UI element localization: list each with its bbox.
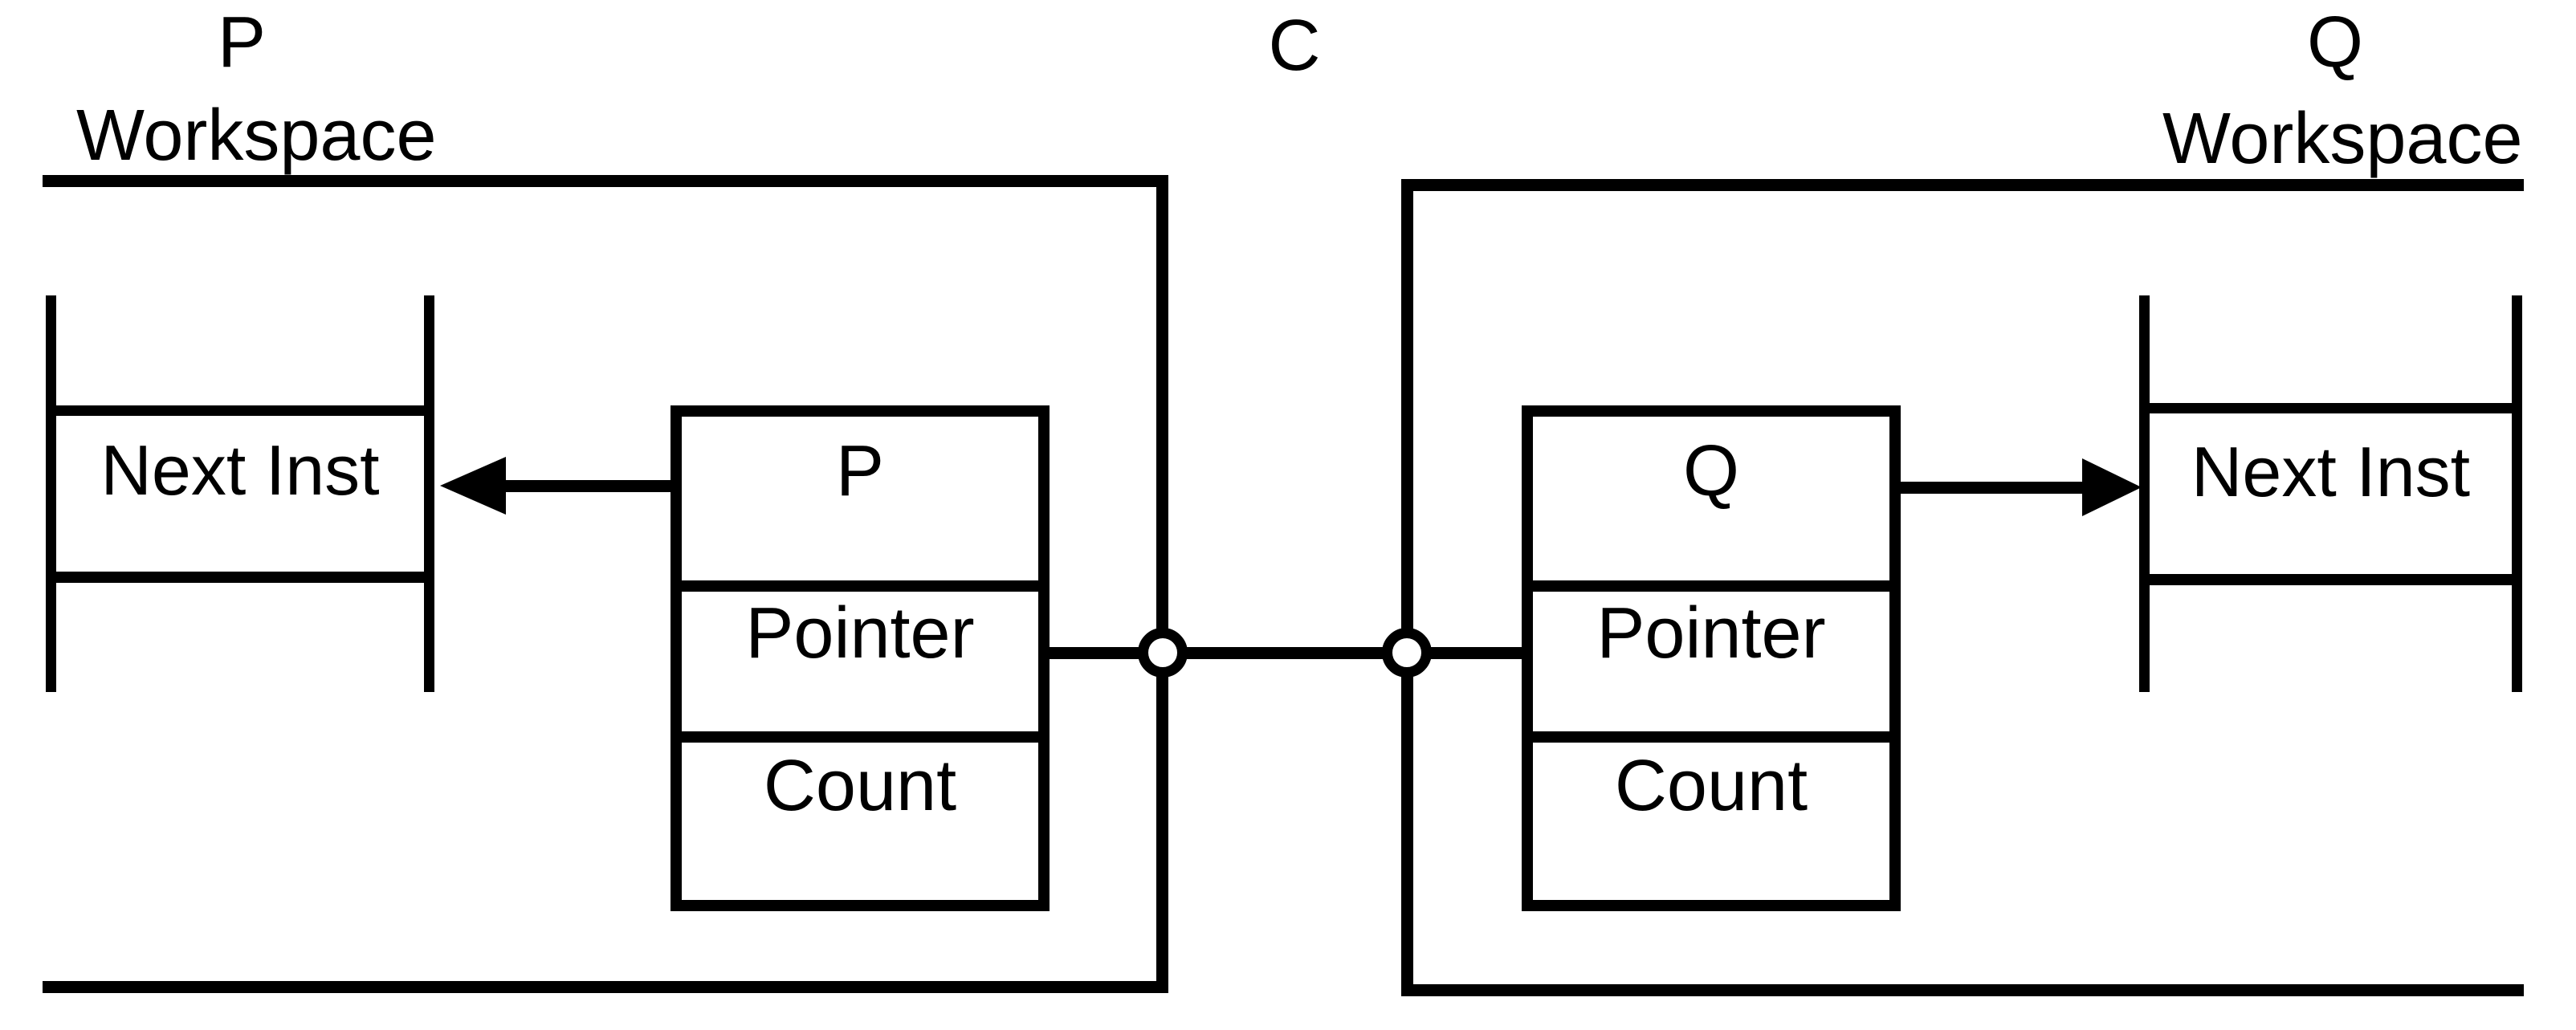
left-memory-cell-bottom-line [46,572,434,583]
p-box-count-label: Count [763,746,957,826]
right-memory-left-rail [2139,295,2150,692]
q-box-name-label: Q [1682,431,1739,511]
right-memory-cell-bottom-line [2139,574,2522,585]
right-memory-right-rail [2512,295,2522,692]
left-memory-right-rail [424,295,434,692]
right-arrowhead-icon [2082,458,2142,516]
left-memory-left-rail [46,295,56,692]
right-workspace-top-rail [1401,179,2524,191]
left-arrowhead-icon [440,457,506,515]
q-register-box-divider-1 [1522,580,1901,592]
p-box-name-label: P [835,431,885,511]
right-process-title: Q [2306,2,2363,83]
left-workspace-top-rail [43,175,1168,187]
q-box-count-label: Count [1614,746,1808,826]
right-next-inst-label: Next Inst [2191,432,2471,511]
channel-left-connector-ring-icon [1138,628,1188,678]
left-workspace-title: Workspace [76,96,437,176]
right-workspace-title: Workspace [2162,99,2523,179]
left-process-title: P [217,2,267,83]
q-register-box [1522,405,1901,911]
channel-pointer-link-line [1050,647,1522,659]
p-register-box-divider-1 [670,580,1050,592]
p-box-pointer-label: Pointer [745,593,975,674]
channel-right-connector-ring-icon [1382,628,1432,678]
right-workspace-bottom-rail [1401,984,2524,996]
left-workspace-bottom-rail [43,981,1168,993]
left-memory-cell-top-line [46,405,434,416]
p-register-box [670,405,1050,911]
q-box-pointer-label: Pointer [1596,593,1826,674]
left-arrow-shaft [504,480,672,492]
q-register-box-divider-2 [1522,731,1901,743]
p-register-box-divider-2 [670,731,1050,743]
channel-left-boundary-line [1156,175,1168,993]
right-memory-cell-top-line [2139,403,2522,413]
channel-right-boundary-line [1401,179,1413,996]
left-next-inst-label: Next Inst [100,430,380,510]
channel-title: C [1268,6,1321,86]
right-arrow-shaft [1901,482,2084,494]
